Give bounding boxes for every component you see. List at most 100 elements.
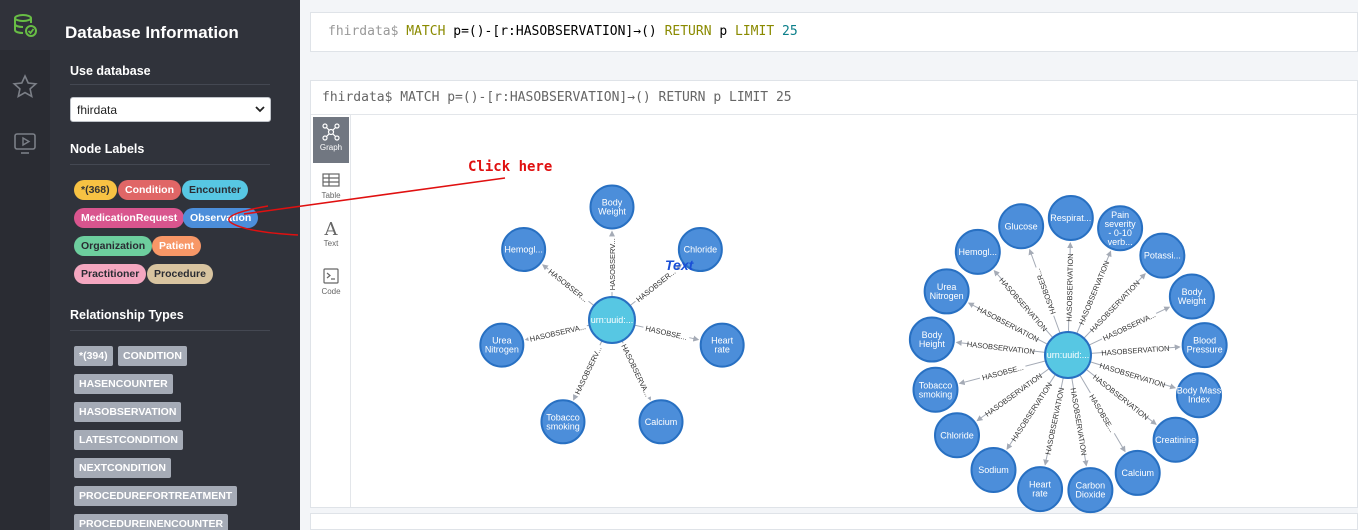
node-caption: Urea bbox=[937, 282, 957, 292]
node-label-procedure[interactable]: Procedure bbox=[147, 264, 213, 284]
editor-prompt: fhirdata$ bbox=[328, 24, 399, 39]
query-editor[interactable]: fhirdata$ MATCH p=()-[r:HASOBSERVATION]→… bbox=[310, 12, 1358, 52]
svg-text:HASOBSE...: HASOBSE... bbox=[1087, 393, 1116, 434]
node-caption: Respirat... bbox=[1050, 213, 1091, 223]
node-caption: rate bbox=[1032, 489, 1048, 499]
edge-label: HASOBSER... bbox=[1031, 265, 1059, 318]
divider bbox=[70, 84, 270, 85]
tab-code[interactable]: Code bbox=[313, 261, 349, 307]
icon-sidebar bbox=[0, 0, 50, 530]
cluster2-node[interactable]: Chloride bbox=[933, 412, 980, 459]
limit-value: 25 bbox=[782, 24, 798, 39]
node-label-practitioner[interactable]: Practitioner bbox=[74, 264, 147, 284]
tab-text-label: Text bbox=[323, 239, 339, 248]
node-label-organization[interactable]: Organization bbox=[74, 236, 153, 256]
edge-label: HASOBSE... bbox=[642, 322, 691, 343]
cluster2-node[interactable]: Calcium bbox=[1114, 449, 1161, 496]
node-label-medicationrequest[interactable]: MedicationRequest bbox=[74, 208, 185, 228]
frame-query[interactable]: fhirdata$ MATCH p=()-[r:HASOBSERVATION]→… bbox=[311, 81, 1357, 115]
node-caption: Heart bbox=[711, 336, 734, 346]
return-variable: p bbox=[719, 24, 728, 39]
edge-label: HASOBSERVA... bbox=[527, 320, 588, 344]
node-caption: Tobacco bbox=[919, 380, 953, 390]
play-screen-icon[interactable] bbox=[0, 118, 50, 168]
svg-text:HASOBSERVATION: HASOBSERVATION bbox=[1069, 387, 1089, 456]
text-annotation: Text bbox=[665, 257, 695, 273]
node-caption: urn:uuid:... bbox=[1047, 350, 1090, 360]
cluster2-center-node[interactable]: urn:uuid:... bbox=[1044, 331, 1092, 379]
edge-label: HASOBSER... bbox=[545, 265, 592, 306]
relationship-type-latestcondition[interactable]: LATESTCONDITION bbox=[74, 430, 183, 450]
node-caption: Chloride bbox=[940, 430, 974, 440]
cluster2-node[interactable]: Creatinine bbox=[1152, 416, 1199, 463]
node-caption: Weight bbox=[1178, 296, 1206, 306]
node-caption: Urea bbox=[492, 336, 512, 346]
node-caption: verb... bbox=[1108, 237, 1133, 247]
relationship-type-hasencounter[interactable]: HASENCOUNTER bbox=[74, 374, 173, 394]
relationship-type-nextcondition[interactable]: NEXTCONDITION bbox=[74, 458, 171, 478]
tab-table-label: Table bbox=[321, 191, 341, 200]
node-caption: Potassi... bbox=[1144, 251, 1181, 261]
cluster2-node[interactable]: Glucose bbox=[998, 203, 1045, 250]
query-pattern: p=()-[r:HASOBSERVATION]→() bbox=[453, 24, 657, 39]
cluster2-node[interactable]: Respirat... bbox=[1047, 195, 1094, 242]
node-label-patient[interactable]: Patient bbox=[152, 236, 202, 256]
relationship-type-procedureinencounter[interactable]: PROCEDUREINENCOUNTER bbox=[74, 514, 229, 530]
svg-text:HASOBSERV...: HASOBSERV... bbox=[608, 238, 617, 290]
cluster2-node[interactable]: Potassi... bbox=[1139, 232, 1186, 279]
node-caption: Weight bbox=[598, 207, 626, 217]
cluster2-node[interactable]: Hemogl... bbox=[954, 228, 1001, 275]
tab-text[interactable]: A Text bbox=[313, 213, 349, 259]
selected-database: fhirdata bbox=[77, 103, 118, 117]
keyword-limit: LIMIT bbox=[735, 24, 775, 39]
node-label-all[interactable]: *(368) bbox=[74, 180, 117, 200]
cluster1-center-node[interactable]: urn:uuid:... bbox=[588, 296, 636, 344]
cluster1-node[interactable]: Hemogl... bbox=[501, 227, 547, 273]
node-caption: Creatinine bbox=[1155, 435, 1196, 445]
edge-label: HASOBSERVATION bbox=[1101, 342, 1170, 358]
node-caption: Hemogl... bbox=[504, 245, 543, 255]
node-caption: Body Mass bbox=[1177, 386, 1222, 396]
svg-text:HASOBSER...: HASOBSER... bbox=[547, 267, 590, 304]
cluster1-node[interactable]: Calcium bbox=[638, 399, 684, 445]
cluster2-node[interactable]: Sodium bbox=[970, 446, 1017, 493]
tab-table[interactable]: Table bbox=[313, 165, 349, 211]
node-caption: Body bbox=[1182, 287, 1203, 297]
cluster1-node[interactable]: Chloride bbox=[677, 227, 723, 273]
node-caption: Hemogl... bbox=[959, 247, 998, 257]
database-select[interactable]: fhirdata bbox=[70, 97, 271, 122]
svg-text:HASOBSERV...: HASOBSERV... bbox=[573, 345, 604, 396]
node-label-encounter[interactable]: Encounter bbox=[182, 180, 248, 200]
tab-graph[interactable]: Graph bbox=[313, 117, 349, 163]
relationship-type-all[interactable]: *(394) bbox=[74, 346, 113, 366]
edge-label: HASOBSERVATION bbox=[1069, 387, 1090, 456]
node-caption: Dioxide bbox=[1075, 490, 1105, 500]
relationship-type-hasobservation[interactable]: HASOBSERVATION bbox=[74, 402, 182, 422]
edge-label: HASOBSERVA... bbox=[618, 341, 654, 400]
node-caption: Calcium bbox=[645, 417, 678, 427]
star-icon[interactable] bbox=[0, 62, 50, 112]
relationship-type-procedurefortreatment[interactable]: PROCEDUREFORTREATMENT bbox=[74, 486, 238, 506]
relationship-type-condition[interactable]: CONDITION bbox=[118, 346, 187, 366]
node-caption: Nitrogen bbox=[485, 345, 519, 355]
tab-code-label: Code bbox=[321, 287, 341, 296]
node-label-condition[interactable]: Condition bbox=[118, 180, 181, 200]
graph-icon bbox=[322, 123, 340, 141]
svg-text:HASOBSERVATION: HASOBSERVATION bbox=[1043, 387, 1066, 456]
tab-graph-label: Graph bbox=[319, 143, 343, 152]
database-icon[interactable] bbox=[0, 0, 50, 50]
